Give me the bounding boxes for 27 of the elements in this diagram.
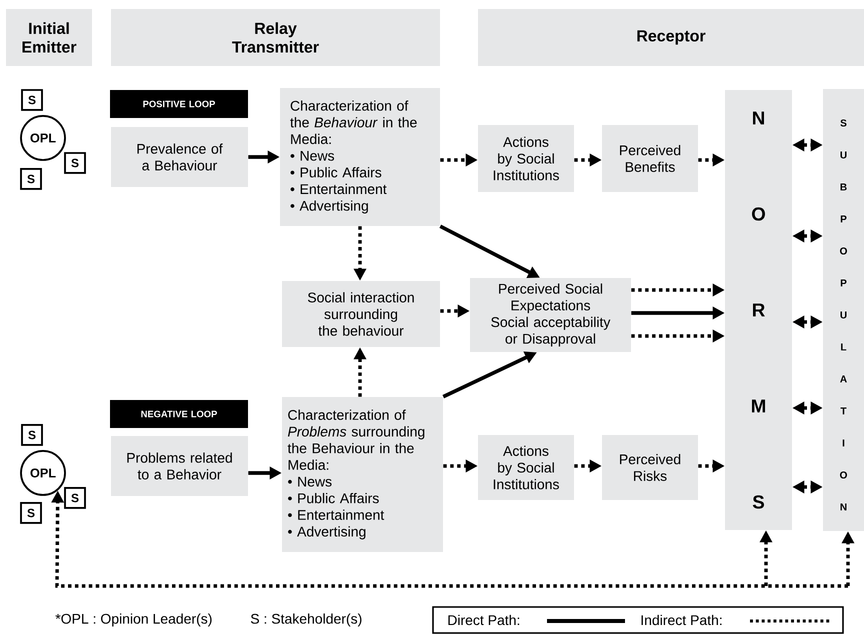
- process-box: Actions by Social Institutions: [478, 435, 574, 500]
- stakeholder-square: S: [64, 487, 86, 509]
- stakeholder-square: S: [20, 502, 42, 524]
- stakeholder-square: S: [64, 152, 86, 174]
- column-heading: Relay Transmitter: [111, 9, 440, 66]
- process-box: Perceived Benefits: [602, 125, 698, 192]
- column-heading: Initial Emitter: [6, 9, 92, 66]
- legend-text: Direct Path:: [448, 614, 520, 626]
- norms-column: N O R M S: [725, 90, 792, 530]
- footnote: S : Stakeholder(s): [250, 613, 362, 627]
- process-box: Characterization of Problems surrounding the Behaviour in the Media: • News • Public Affairs • Entertainment • Advertising: [282, 397, 443, 552]
- process-box: Actions by Social Institutions: [478, 125, 574, 192]
- process-box: Prevalence of a Behaviour: [111, 127, 248, 187]
- column-heading: Receptor: [478, 9, 864, 66]
- stakeholder-square: S: [21, 89, 43, 111]
- footnote: *OPL : Opinion Leader(s): [56, 613, 212, 627]
- legend-text: Indirect Path:: [642, 614, 722, 626]
- process-box: Problems related to a Behavior: [111, 436, 248, 496]
- subpopulation-column: S U B P O P U L A T I O N: [823, 89, 864, 531]
- stakeholder-square: S: [20, 168, 42, 190]
- process-box: Perceived Social Expectations Social acceptability or Disapproval: [470, 278, 631, 352]
- process-box: Perceived Risks: [602, 435, 698, 500]
- loop-label: NEGATIVE LOOP: [110, 400, 248, 428]
- process-box: Social interaction surrounding the behaviour: [282, 281, 440, 347]
- process-box: Characterization of the Behaviour in the Media: • News • Public Affairs • Entertainment • Advertising: [280, 88, 440, 226]
- stakeholder-square: S: [21, 424, 43, 446]
- loop-label: POSITIVE LOOP: [110, 90, 248, 118]
